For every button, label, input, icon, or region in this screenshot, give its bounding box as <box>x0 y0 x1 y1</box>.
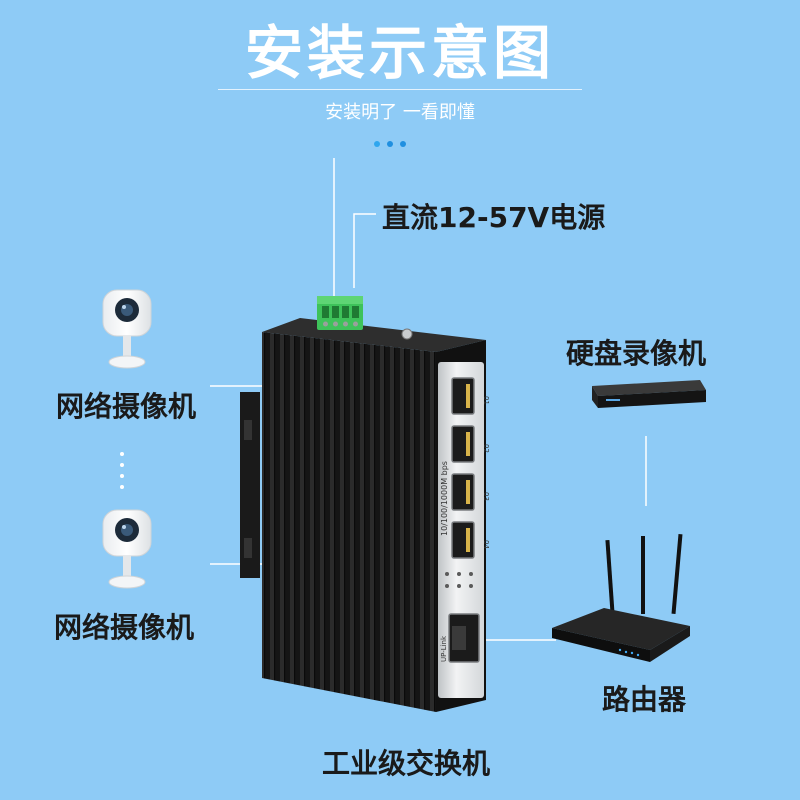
page-title: 安装示意图 <box>244 19 555 87</box>
uplink-marking: UP-Link <box>440 635 448 662</box>
port-contacts <box>452 384 470 650</box>
more-cameras-ellipsis <box>120 452 124 489</box>
title-divider <box>218 89 582 90</box>
top-screw <box>401 328 413 340</box>
port-3-marking: 03 <box>482 492 490 501</box>
port-1 <box>451 377 475 415</box>
decorative-dots <box>374 141 406 147</box>
din-rail-clip <box>240 392 260 578</box>
camera-icon-bottom <box>102 509 152 589</box>
port-4-marking: 04 <box>482 540 490 549</box>
power-supply-label: 直流12-57V电源 <box>382 201 606 234</box>
port-1-marking: 01 <box>482 396 490 405</box>
camera-label-top: 网络摄像机 <box>56 390 197 423</box>
router-label: 路由器 <box>602 683 687 716</box>
port-2 <box>451 425 475 463</box>
camera-icon-top <box>102 289 152 369</box>
dvr-label: 硬盘录像机 <box>566 337 707 370</box>
status-leds <box>445 572 473 588</box>
switch-side-fins <box>262 332 436 712</box>
switch-label: 工业级交换机 <box>321 747 490 780</box>
router-icon <box>552 533 690 662</box>
power-terminal-block <box>317 296 363 330</box>
port-3 <box>451 473 475 511</box>
switch-device: 10/100/1000M bps 01 02 03 04 UP-Link <box>262 318 490 712</box>
power-label-line <box>353 213 376 288</box>
camera-label-bottom: 网络摄像机 <box>54 611 195 644</box>
port-2-marking: 02 <box>482 444 490 453</box>
port-4 <box>451 521 475 559</box>
dvr-icon <box>592 380 706 408</box>
page-subtitle: 安装明了 一看即懂 <box>325 102 475 123</box>
speed-marking: 10/100/1000M bps <box>440 461 449 536</box>
